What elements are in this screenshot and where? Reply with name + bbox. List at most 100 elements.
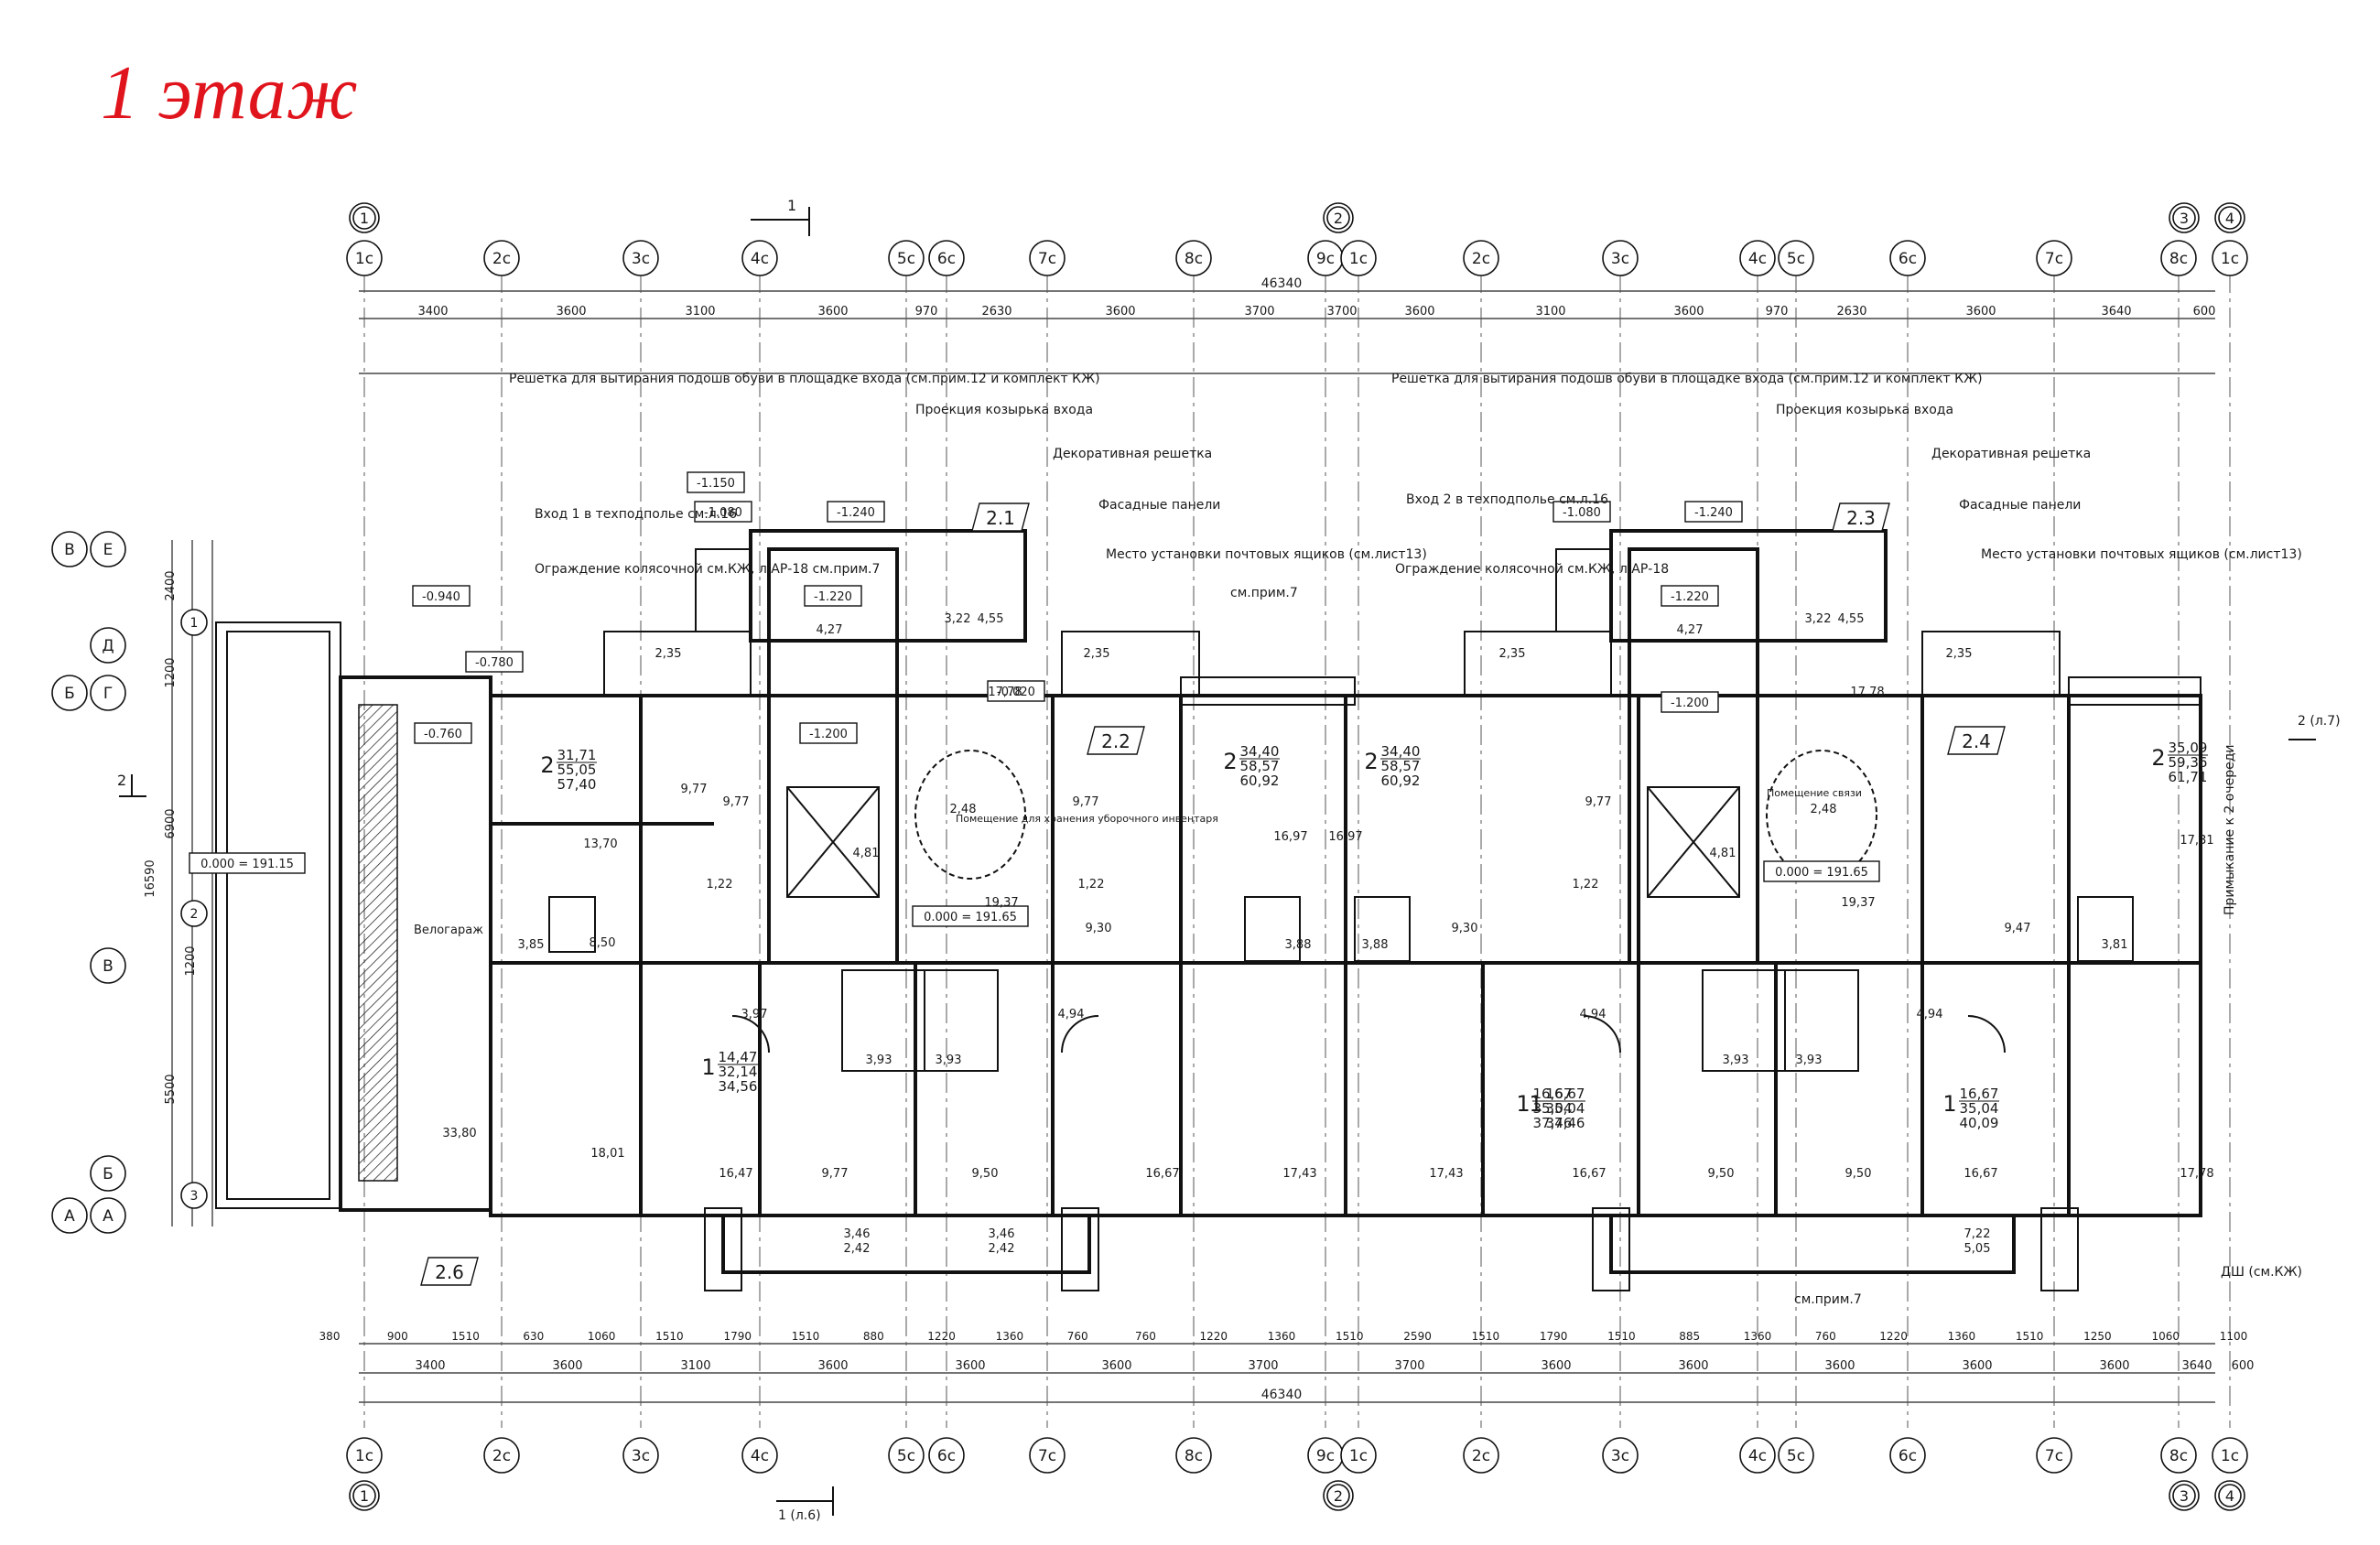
room-area: 3,81 [2102,938,2128,952]
bay-dim-bottom: 3100 [680,1359,710,1373]
bay-dim-top: 3400 [417,305,448,319]
axis-label: 3c [632,1447,650,1465]
detail-dim-bottom: 380 [319,1330,341,1343]
apartment-area-no-balcony: 58,57 [1240,758,1280,774]
room-area: 7,22 [1964,1227,1991,1241]
apartment-rooms: 2 [1223,749,1237,774]
bay-dim-bottom: 3640 [2181,1359,2212,1373]
grid-axis-lines [363,273,2231,1428]
room-area: 2,48 [950,803,977,816]
callout-tag: 2.3 [1832,502,1890,532]
level-mark: -0.940 [412,585,471,607]
apartment-living-area: 14,47 [719,1049,758,1065]
bay-dim-bottom: 3600 [817,1359,848,1373]
room-area: 17,43 [1429,1167,1463,1181]
axis-label: 4c [1748,250,1767,268]
section-axis-label: 4 [2225,1487,2234,1505]
apartment-area-no-balcony: 59,36 [2169,754,2208,771]
note-see-7-1: см.прим.7 [1230,586,1298,600]
room-area: 3,93 [866,1053,892,1067]
apartment-rooms: 1 [1942,1091,1956,1117]
bay-dim-top: 3700 [1244,305,1274,319]
level-mark: -1.080 [694,501,752,523]
building-walls [215,529,2202,1291]
level-value: -1.220 [814,590,852,604]
detail-dim-bottom: 1510 [655,1330,684,1343]
axis-bubble: 6c [928,240,965,276]
level-value: -1.080 [704,506,742,520]
bay-dim-bottom: 3600 [2099,1359,2129,1373]
apartment-total-area: 37,46 [1546,1115,1585,1131]
apartment-total-area: 40,09 [1960,1115,1999,1131]
bay-dim-top: 3600 [1673,305,1704,319]
apartment-total-area: 57,40 [557,776,597,793]
level-value: -1.240 [1694,506,1733,520]
note-entry-1: Вход 1 в техподполье см.л.16 [535,507,737,522]
room-area: 18,01 [590,1147,624,1161]
callout-label: 2.3 [1846,507,1876,529]
bay-dim-top: 3600 [817,305,848,319]
bay-dim-top: 3600 [1404,305,1434,319]
level-value: -1.220 [1671,590,1709,604]
inner-axis-bubble: 2 [180,900,208,927]
axis-bubble: 7c [1029,1437,1066,1474]
axis-bubble: 5c [888,240,925,276]
section-mark-top: 1 [787,197,796,214]
room-area: 16,97 [1328,830,1362,844]
detail-dim-bottom: 1100 [2220,1330,2248,1343]
bay-dim-top: 3100 [685,305,715,319]
callout-label: 2.6 [435,1261,464,1283]
level-mark: -1.200 [799,722,858,744]
axis-bubble: 3c [622,240,659,276]
section-axis-label: 1 [360,1487,369,1505]
room-area: 16,67 [1964,1167,1997,1181]
axis-label: 2c [1472,1447,1490,1465]
axis-label: 8c [2169,1447,2188,1465]
note-see-7-2: см.прим.7 [1794,1292,1862,1307]
room-area: 9,77 [1585,795,1612,809]
room-area: 3,88 [1362,938,1389,952]
axis-bubble: 8c [1175,240,1212,276]
callout-label: 2.4 [1962,730,1991,752]
note-canopy-1: Проекция козырька входа [915,403,1093,417]
left-axis-bubble: В [90,947,126,984]
bay-dim-bottom: 3400 [415,1359,445,1373]
level-value: -1.240 [837,506,875,520]
axis-bubble: 1c [2212,1437,2248,1474]
axis-bubble: 2c [483,240,520,276]
bay-dim-top: 3600 [556,305,586,319]
left-dim: 1200 [184,945,198,976]
level-value: -0.020 [997,686,1035,699]
apartment-living-area: 16,67 [1533,1086,1573,1102]
room-area: 9,77 [1073,795,1099,809]
room-area: 2,48 [1811,803,1837,816]
section-axis-label: 2 [1334,210,1343,227]
room-area: 1,22 [1078,878,1105,891]
axis-label: 1c [1349,1447,1368,1465]
axis-label: 4c [1748,1447,1767,1465]
apartment-total-area: 34,56 [719,1078,758,1095]
apartment-area-no-balcony: 35,04 [1546,1100,1585,1117]
axis-label: 5c [1787,250,1805,268]
note-facade-2: Фасадные панели [1959,498,2081,513]
room-area: 2,35 [1084,647,1110,661]
room-area: 3,46 [989,1227,1015,1241]
room-area: 4,94 [1580,1008,1606,1021]
apartment-rooms: 1 [1516,1091,1530,1117]
apartment-area-no-balcony: 55,05 [557,762,597,778]
bay-dim-bottom: 3600 [1824,1359,1855,1373]
level-value: -1.150 [697,477,735,491]
bay-dim-top: 600 [2193,305,2216,319]
detail-dim-bottom: 1220 [927,1330,956,1343]
level-mark: -1.240 [1684,501,1743,523]
detail-dim-bottom: 760 [1067,1330,1088,1343]
